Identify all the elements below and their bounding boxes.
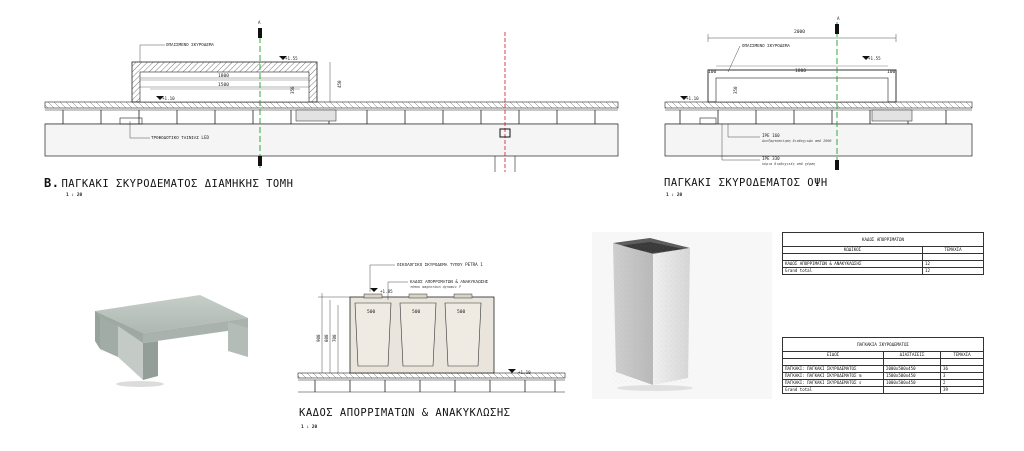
table-cell [940,358,984,366]
table-cell: Grand total [782,267,923,275]
bin-width-1: 500 [367,310,376,315]
table-cell: ΠΑΓΚΑΚΙ: ΠΑΓΚΑΚΙ ΣΚΥΡΟΔΕΜΑΤΟΣ m [782,372,884,380]
bench-elevation-shape [707,65,897,103]
table-cell [922,253,984,261]
table-row: Grand total 39 [782,386,984,394]
dimension-1800: 1800 [218,74,230,79]
dimension-height-outer: 900 [316,334,321,342]
annotation-bin-sub: τύπου magnorbon dynamic P [410,285,462,289]
table-header: ΤΕΜΑΧΙΑ [922,246,984,254]
annotation-ipe160: IPE 160 [762,133,780,138]
table-cell: 2 [940,379,984,387]
table-cell: ΠΑΓΚΑΚΙ: ΠΑΓΚΑΚΙ ΣΚΥΡΟΔΕΜΑΤΟΣ s [782,379,884,387]
table-row: Grand total 12 [782,267,984,275]
table-cell: 36 [940,365,984,373]
dimension-inner-height-1: 350 [290,86,295,94]
bin-photo [613,238,693,391]
annotation-reinforced-concrete-2: ΟΠΛΙΣΜΕΝΟ ΣΚΥΡΟΔΕΜΑ [742,43,790,48]
ipe-column [494,128,516,172]
table-cell [883,358,941,366]
level-ground-2: +1.10 [686,96,699,101]
table-cell [782,253,923,261]
annotation-reinforced-concrete-1: ΟΠΛΙΣΜΕΝΟ ΣΚΥΡΟΔΕΜΑ [166,42,214,47]
deck-strip-3 [297,372,566,393]
annotation-ipe330-sub: κύρια διαδοχικές από χέρση [762,162,816,166]
table-row: ΚΑΔΟΣ ΑΠΟΡΡΙΜΑΤΩΝ & ΑΝΑΚΥΚΛΩΣΗΣ 12 [782,260,984,268]
table-cell: 39 [940,386,984,394]
table-cell: ΚΑΔΟΣ ΑΠΟΡΡΙΜΑΤΩΝ & ΑΝΑΚΥΚΛΩΣΗΣ [782,260,923,268]
level-top-1: +1.55 [285,56,298,61]
bin-width-2: 500 [412,310,421,315]
level-top-2: +1.55 [868,56,881,61]
table-cell: 1000x500x450 [883,379,941,387]
bench-section-shape [131,61,331,103]
table-header: ΚΩΔΙΚΟΣ [782,246,923,254]
dimension-1500: 1500 [218,83,230,88]
level-top-3: +1.85 [380,289,393,294]
deck-strip-2 [664,101,973,157]
dimension-height-1: 450 [337,80,342,88]
drawing-title-section: B.ΠΑΓΚΑΚΙ ΣΚΥΡΟΔΕΜΑΤΟΣ ΔΙΑΜΗΚΗΣ ΤΟΜΗ [44,176,293,190]
table-cell: 2000x500x450 [883,365,941,373]
dimension-height-2: 350 [733,86,738,94]
table-cell: 3 [940,372,984,380]
table-header: ΕΙΔΟΣ [782,351,884,359]
table-cell: 12 [922,260,984,268]
annotation-ipe160-sub: Ανεξαρτοποίηση διαδοχικών από 2000 [762,139,832,143]
table-row: ΠΑΓΚΑΚΙ: ΠΑΓΚΑΚΙ ΣΚΥΡΟΔΕΜΑΤΟΣ 2000x500x4… [782,365,984,373]
table-row: ΠΑΓΚΑΚΙ: ΠΑΓΚΑΚΙ ΣΚΥΡΟΔΕΜΑΤΟΣ s 1000x500… [782,379,984,387]
dimension-2000: 2000 [794,30,806,35]
deck-strip-1 [44,101,619,157]
drawing-title-text: ΠΑΓΚΑΚΙ ΣΚΥΡΟΔΕΜΑΤΟΣ ΔΙΑΜΗΚΗΣ ΤΟΜΗ [61,178,294,190]
dimension-height-mid: 700 [332,334,337,342]
table-caption: ΚΑΔΟΣ ΑΠΟΡΡΙΜΑΤΩΝ [782,232,984,247]
annotation-ipe330: IPE 330 [762,156,780,161]
table-cell [883,386,941,394]
table-header: ΤΕΜΑΧΙΑ [940,351,984,359]
table-row: ΠΑΓΚΑΚΙ: ΠΑΓΚΑΚΙ ΣΚΥΡΟΔΕΜΑΤΟΣ m 1500x500… [782,372,984,380]
level-ground-3: +1.10 [518,370,531,375]
schedule-table-benches: ΠΑΓΚΑΚΙΑ ΣΚΥΡΟΔΕΜΑΤΟΣ ΕΙΔΟΣ ΔΙΑΣΤΑΣΕΙΣ Τ… [782,337,984,394]
level-ground-1: +1.10 [162,96,175,101]
table-cell: ΠΑΓΚΑΚΙ: ΠΑΓΚΑΚΙ ΣΚΥΡΟΔΕΜΑΤΟΣ [782,365,884,373]
bin-width-3: 500 [457,310,466,315]
dimension-100-right: 100 [887,70,896,75]
dimension-height-inner: 800 [324,334,329,342]
table-header: ΔΙΑΣΤΑΣΕΙΣ [883,351,941,359]
bench-photo [95,295,248,387]
drawing-title-elevation: ΠΑΓΚΑΚΙ ΣΚΥΡΟΔΕΜΑΤΟΣ ΟΨΗ [664,177,828,189]
drawing-title-bins: ΚΑΔΟΣ ΑΠΟΡΡΙΜΑΤΩΝ & ΑΝΑΚΥΚΛΩΣΗΣ [299,407,511,419]
drawing-scale-section: 1 : 20 [66,193,83,198]
bin-enclosure [349,293,495,374]
annotation-bin: ΚΑΔΟΣ ΑΠΟΡΡΙΜΑΤΩΝ & ΑΝΑΚΥΚΛΩΣΗΣ [410,279,489,284]
table-cell: Grand total [782,386,884,394]
table-cell [782,358,884,366]
section-marker-1: A [258,20,261,25]
table-cell: 12 [922,267,984,275]
annotation-led-power: ΤΡΟΦΟΔΟΤΙΚΟ ΤΑΙΝΙΑΣ LED [151,135,209,140]
drawing-title-prefix: B. [44,176,60,190]
dimension-100-left: 100 [708,70,717,75]
schedule-table-bins: ΚΑΔΟΣ ΑΠΟΡΡΙΜΑΤΩΝ ΚΩΔΙΚΟΣ ΤΕΜΑΧΙΑ ΚΑΔΟΣ … [782,232,984,275]
dimension-1800-elev: 1800 [795,69,807,74]
table-cell: 1500x500x450 [883,372,941,380]
section-marker-2: A [837,16,840,21]
annotation-eco-concrete: ΟΙΚΟΛΟΓΙΚΟ ΣΚΥΡΟΔΕΜΑ ΤΥΠΟΥ PETRA 1 [397,262,483,267]
drawing-scale-elevation: 1 : 20 [666,193,683,198]
drawing-scale-bins: 1 : 20 [301,425,318,430]
table-caption: ΠΑΓΚΑΚΙΑ ΣΚΥΡΟΔΕΜΑΤΟΣ [782,337,984,352]
